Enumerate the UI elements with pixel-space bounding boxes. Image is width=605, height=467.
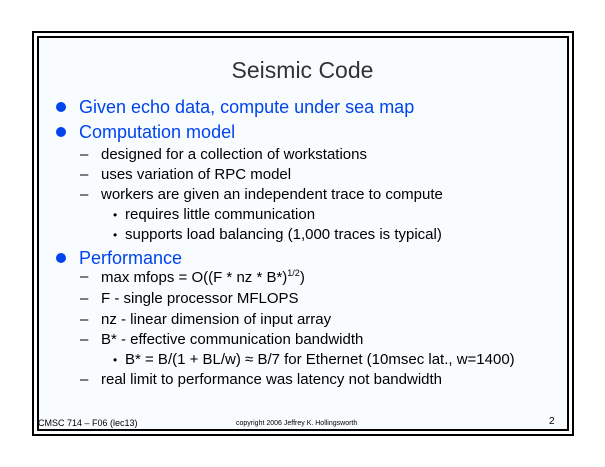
subitem: requires little communication [125, 206, 316, 223]
bullet-given-echo: Given echo data, compute under sea map [79, 97, 415, 117]
dash-icon: – [80, 186, 89, 203]
small-bullet-icon: • [113, 208, 118, 222]
item: F - single processor MFLOPS [101, 290, 299, 307]
text: ) [299, 269, 305, 286]
footer-copyright: copyright 2006 Jeffrey K. Hollingsworth [236, 420, 358, 427]
page-number: 2 [549, 416, 555, 427]
exponent: 1/2 [287, 268, 300, 278]
bullet-icon [56, 127, 66, 137]
item: real limit to performance was latency no… [101, 371, 443, 388]
dash-icon: – [80, 146, 89, 163]
bullet-performance: Performance [79, 248, 183, 268]
small-bullet-icon: • [113, 353, 118, 367]
dash-icon: – [80, 166, 89, 183]
bullet-icon [56, 253, 66, 263]
dash-icon: – [80, 331, 89, 348]
slide-outer-border [32, 31, 574, 436]
item: workers are given an independent trace t… [101, 186, 443, 203]
subitem: supports load balancing (1,000 traces is… [125, 226, 442, 243]
item: designed for a collection of workstation… [101, 146, 367, 163]
subitem: B* = B/(1 + BL/w) ≈ B/7 for Ethernet (10… [125, 351, 515, 368]
slide-title: Seismic Code [231, 57, 374, 83]
footer-course: CMSC 714 – F06 (lec13) [38, 418, 138, 428]
item: nz - linear dimension of input array [101, 311, 332, 328]
text: max mfops = O((F * nz * B*) [101, 269, 288, 286]
dash-icon: – [80, 311, 89, 328]
dash-icon: – [80, 371, 89, 388]
small-bullet-icon: • [113, 228, 118, 242]
dash-icon: – [80, 290, 89, 307]
item: B* - effective communication bandwidth [101, 331, 364, 348]
bullet-computation-model: Computation model [79, 122, 236, 142]
bullet-icon [56, 102, 66, 112]
slide-inner-border [37, 36, 569, 431]
dash-icon: – [80, 268, 89, 285]
item-mfops: max mfops = O((F * nz * B*)1/2) [101, 268, 305, 286]
item: uses variation of RPC model [101, 166, 292, 183]
